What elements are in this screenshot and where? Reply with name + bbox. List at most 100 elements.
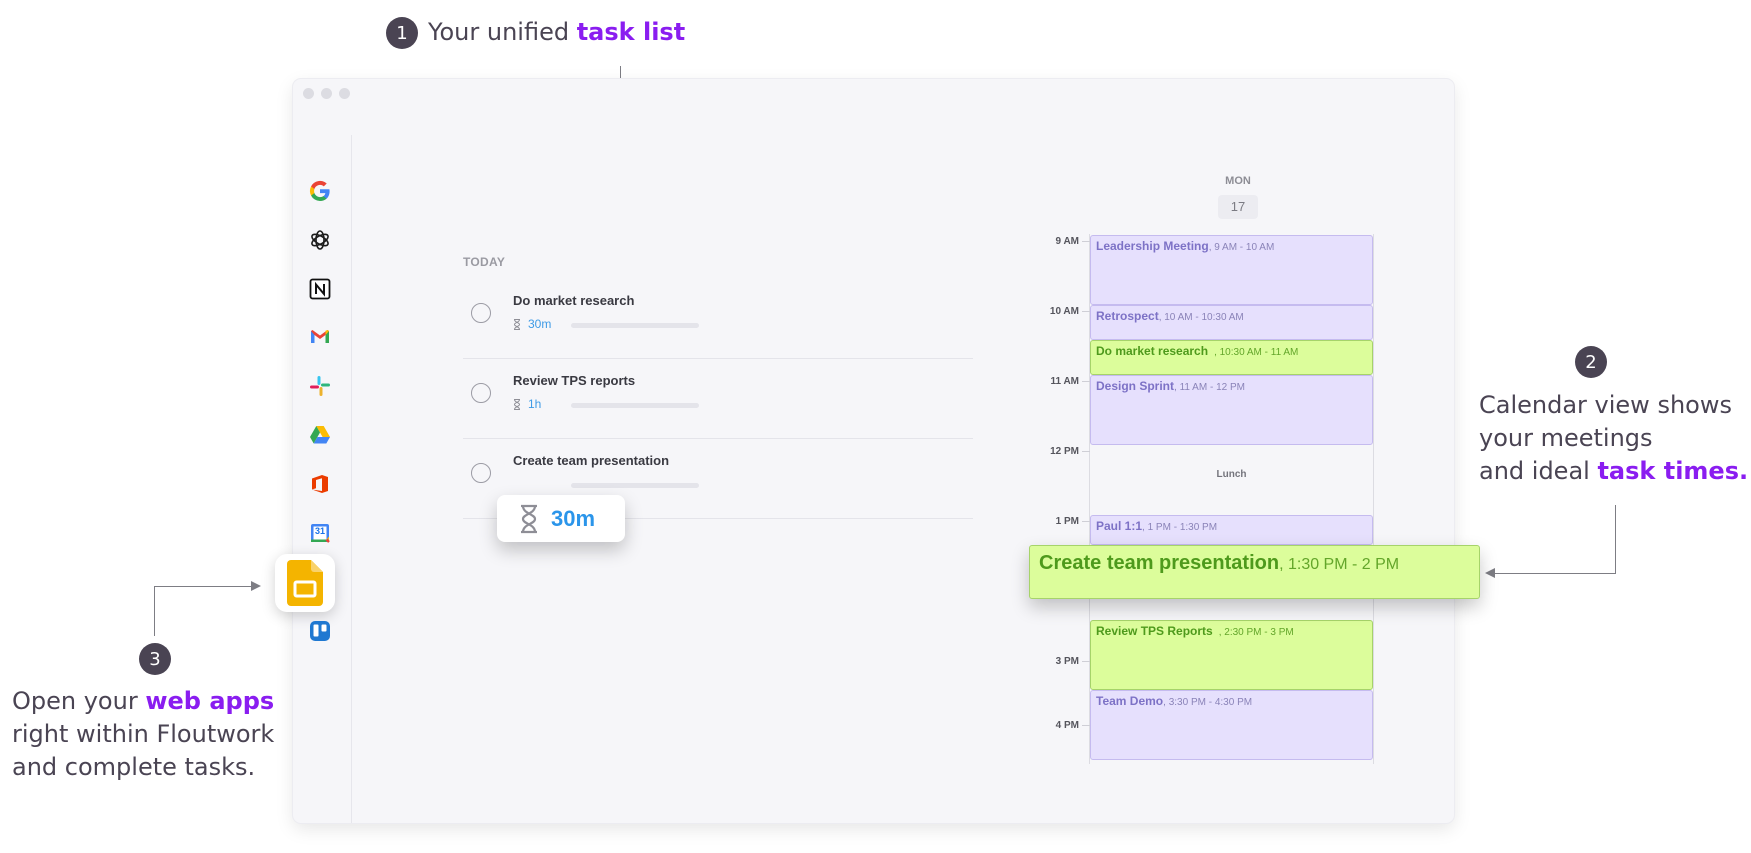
event-time: , 3:30 PM - 4:30 PM	[1163, 697, 1253, 708]
callout-2-badge: 2	[1575, 346, 1607, 378]
hourglass-icon	[521, 504, 537, 533]
callout-3-line-2: right within Floutwork	[12, 720, 275, 748]
gmail-icon[interactable]	[307, 324, 333, 350]
event-title: Do market research	[1096, 344, 1209, 358]
calendar-event[interactable]: Leadership Meeting, 9 AM - 10 AM	[1090, 235, 1373, 305]
event-title: Leadership Meeting	[1096, 239, 1209, 253]
callout-2-line-1: Calendar view shows	[1479, 391, 1732, 419]
calendar-event[interactable]: Team Demo, 3:30 PM - 4:30 PM	[1090, 690, 1373, 760]
calendar-gridline	[1089, 234, 1090, 764]
callout-2-line-3: and ideal task times.	[1479, 455, 1748, 488]
task-progress-bar	[571, 323, 699, 328]
google-drive-icon[interactable]	[307, 422, 333, 448]
event-title: Team Demo	[1096, 694, 1164, 708]
event-time: , 1 PM - 1:30 PM	[1142, 522, 1218, 533]
notion-icon[interactable]	[307, 276, 333, 302]
calendar-event[interactable]: Retrospect, 10 AM - 10:30 AM	[1090, 305, 1373, 340]
app-window: 31 TODAY Do market research 30m Review T…	[275, 79, 1480, 823]
event-time: , 11 AM - 12 PM	[1174, 382, 1245, 393]
calendar-date-label: 17	[1218, 195, 1258, 219]
dragging-calendar-event[interactable]: Create team presentation, 1:30 PM - 2 PM	[1029, 545, 1480, 599]
task-item[interactable]: Do market research 30m	[463, 279, 973, 359]
task-progress-bar	[571, 483, 699, 488]
callout-3-arrowhead	[251, 581, 261, 591]
callout-1-highlight: task list	[576, 18, 686, 46]
callout-2-line-2: your meetings	[1479, 424, 1653, 452]
sidebar-divider	[351, 135, 352, 823]
task-checkbox[interactable]	[471, 463, 491, 483]
task-duration: 30m	[528, 317, 552, 331]
callout-3-arrow-horizontal	[154, 586, 253, 587]
calendar-task-event[interactable]: Review TPS Reports, 2:30 PM - 3 PM	[1090, 620, 1373, 690]
hour-label: 9 AM	[1055, 236, 1079, 247]
callout-3-badge: 3	[139, 643, 171, 675]
hour-label: 11 AM	[1050, 376, 1079, 387]
event-time: , 10:30 AM - 11 AM	[1214, 347, 1299, 358]
hour-tick	[1082, 311, 1090, 312]
hour-label: 1 PM	[1055, 516, 1079, 527]
event-time: , 2:30 PM - 3 PM	[1218, 627, 1294, 638]
window-minimize-button[interactable]	[321, 88, 332, 99]
task-item[interactable]: Create team presentation	[463, 439, 973, 519]
hour-tick	[1082, 521, 1090, 522]
office-icon[interactable]	[307, 471, 333, 497]
google-calendar-icon[interactable]: 31	[307, 520, 333, 546]
dragging-duration-label: 30m	[551, 505, 596, 531]
dragging-event-time: , 1:30 PM - 2 PM	[1279, 556, 1400, 573]
task-checkbox[interactable]	[471, 383, 491, 403]
google-icon[interactable]	[307, 178, 333, 204]
today-section-label: TODAY	[463, 255, 506, 269]
task-checkbox[interactable]	[471, 303, 491, 323]
slack-icon[interactable]	[307, 373, 333, 399]
callout-3-line-1: Open your web apps	[12, 685, 274, 718]
callout-2-highlight: task times	[1597, 457, 1739, 485]
event-time: , 10 AM - 10:30 AM	[1158, 312, 1244, 323]
openai-icon[interactable]	[307, 227, 333, 253]
window-close-button[interactable]	[303, 88, 314, 99]
dragging-event-title: Create team presentation	[1039, 552, 1280, 574]
hour-tick	[1082, 661, 1090, 662]
google-slides-icon[interactable]	[275, 554, 335, 612]
event-time: , 9 AM - 10 AM	[1208, 242, 1275, 253]
event-title: Paul 1:1	[1096, 519, 1143, 533]
hour-label: 3 PM	[1055, 656, 1079, 667]
calendar-event[interactable]: Design Sprint, 11 AM - 12 PM	[1090, 375, 1373, 445]
window-controls	[303, 88, 350, 99]
task-progress-bar	[571, 403, 699, 408]
calendar-event[interactable]: Paul 1:1, 1 PM - 1:30 PM	[1090, 515, 1373, 545]
hour-tick	[1082, 241, 1090, 242]
callout-3-line-3: and complete tasks.	[12, 753, 256, 781]
callout-2-arrow-vertical	[1615, 505, 1616, 574]
hour-label: 4 PM	[1055, 720, 1079, 731]
task-title: Do market research	[513, 293, 635, 308]
event-title: Retrospect	[1096, 309, 1159, 323]
hour-tick	[1082, 725, 1090, 726]
hourglass-icon	[513, 319, 521, 330]
callout-3-arrow-vertical	[154, 586, 155, 636]
dragging-duration-chip[interactable]: 30m	[497, 495, 625, 542]
hour-label: 12 PM	[1050, 446, 1079, 457]
callout-1-prefix: Your unified	[428, 18, 577, 46]
task-duration: 1h	[528, 397, 542, 411]
callout-1-badge: 1	[386, 17, 418, 49]
task-item[interactable]: Review TPS reports 1h	[463, 359, 973, 439]
task-title: Create team presentation	[513, 453, 670, 468]
calendar-task-event[interactable]: Do market research , 10:30 AM - 11 AM	[1090, 340, 1373, 375]
callout-1-text: Your unified task list	[428, 16, 685, 49]
callout-2-arrow-horizontal	[1494, 573, 1616, 574]
calendar-day-label: MON	[1225, 175, 1251, 187]
trello-icon[interactable]	[307, 618, 333, 644]
lunch-label: Lunch	[1216, 469, 1247, 480]
callout-3-highlight: web apps	[145, 687, 275, 715]
window-zoom-button[interactable]	[339, 88, 350, 99]
hour-tick	[1082, 381, 1090, 382]
callout-2-suffix: .	[1739, 457, 1749, 485]
callout-3-prefix: Open your	[12, 687, 146, 715]
event-title: Design Sprint	[1096, 379, 1175, 393]
calendar-gridline	[1373, 234, 1374, 764]
hour-label: 10 AM	[1049, 306, 1079, 317]
google-calendar-date: 31	[314, 526, 325, 536]
callout-2-prefix: and ideal	[1479, 457, 1598, 485]
hour-tick	[1082, 451, 1090, 452]
